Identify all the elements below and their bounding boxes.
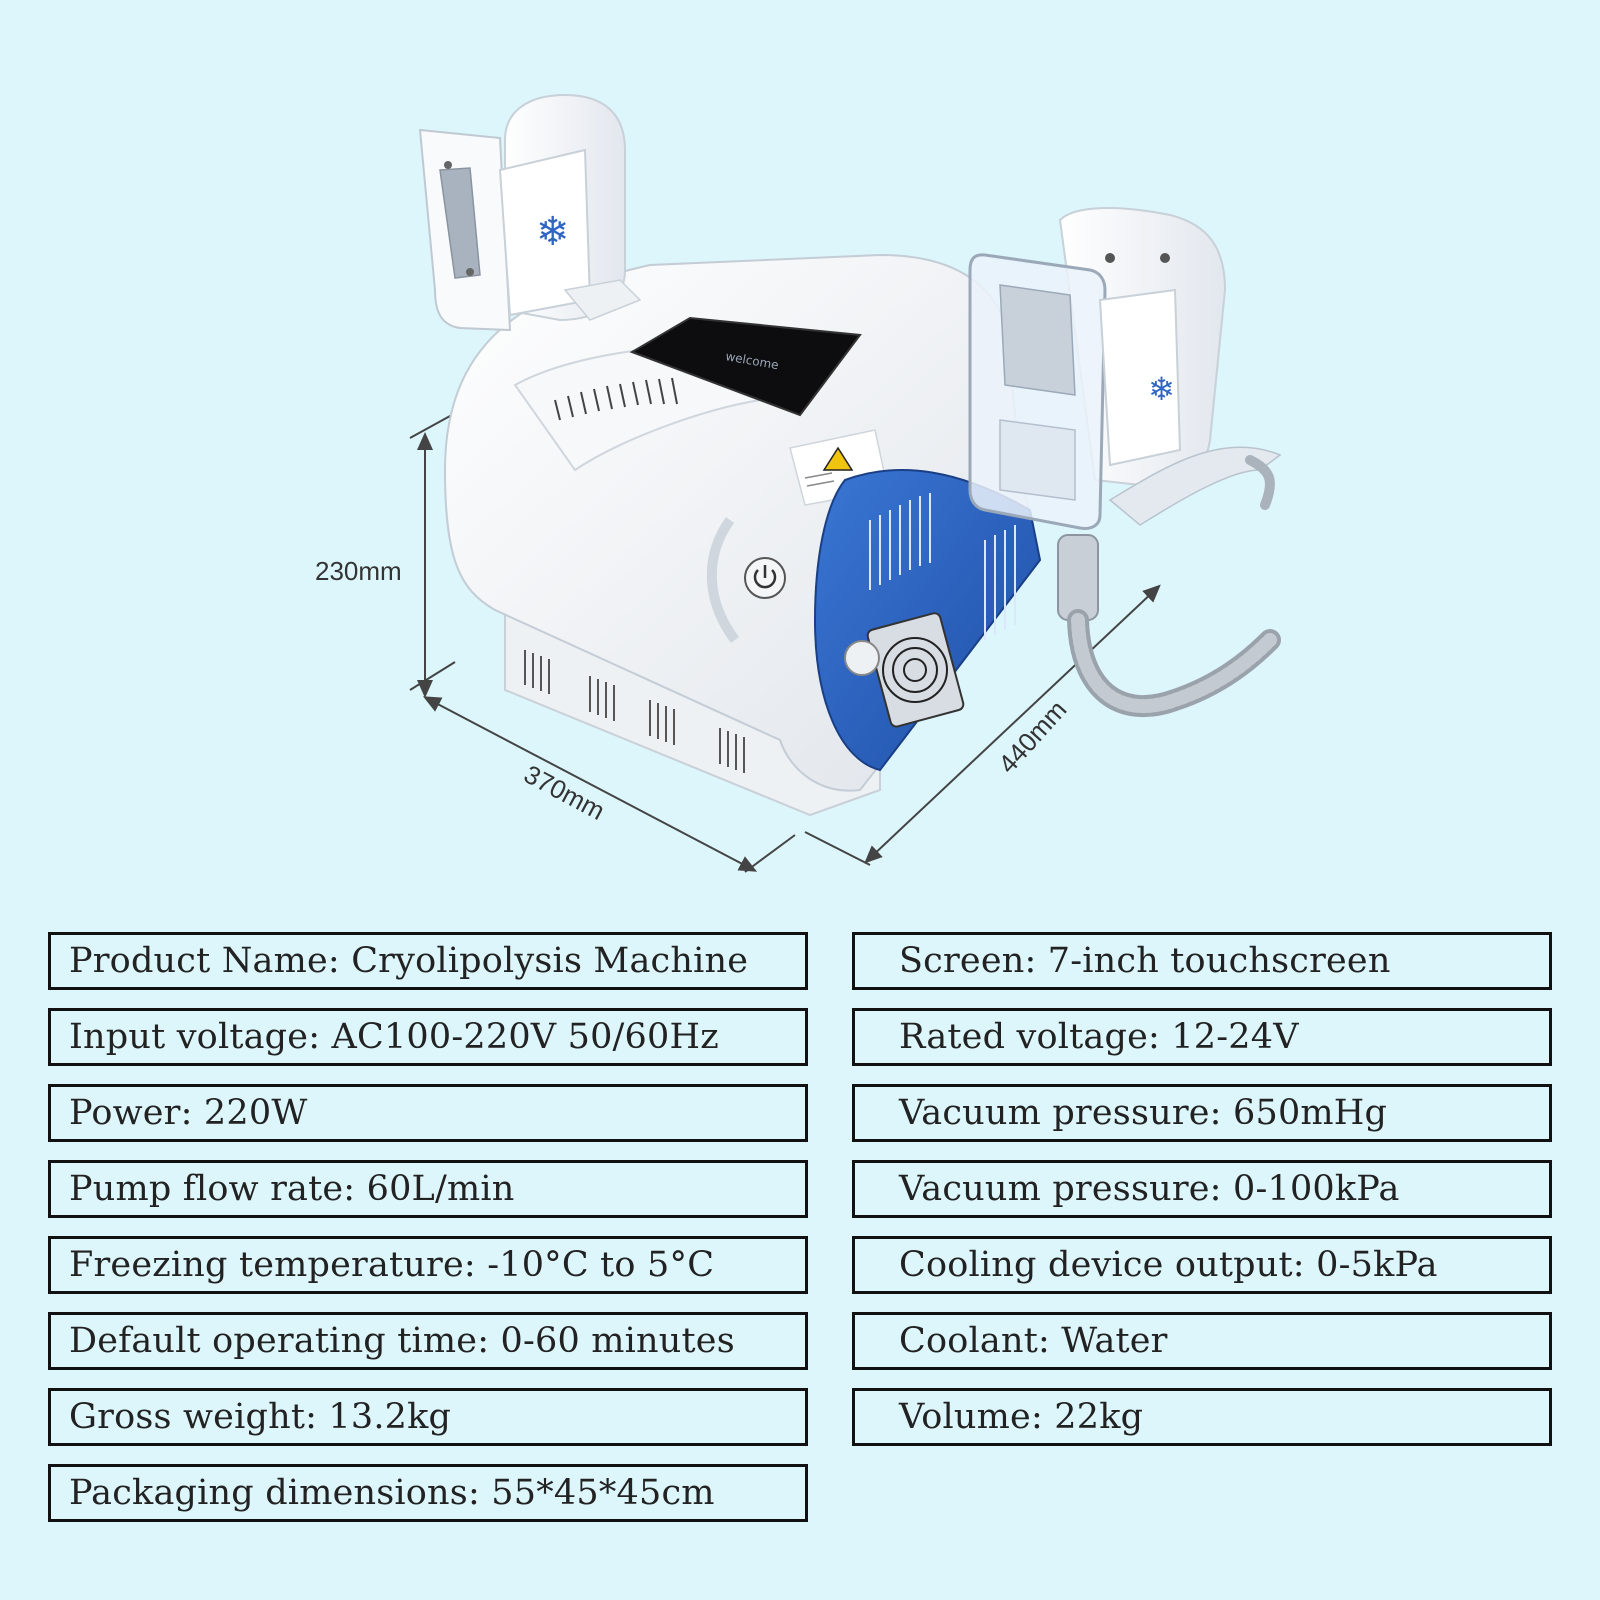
height-dimension-label: 230mm xyxy=(315,556,402,586)
spec-text: Packaging dimensions: 55*45*45cm xyxy=(69,1473,715,1513)
cooling-fan-grille xyxy=(866,612,965,728)
dimension-lines xyxy=(409,404,1161,873)
spec-box-right-1: Screen: 7-inch touchscreen xyxy=(852,932,1552,990)
spec-text: Default operating time: 0-60 minutes xyxy=(69,1321,735,1361)
spec-box-right-6: Coolant: Water xyxy=(852,1312,1552,1370)
adjustment-knob[interactable] xyxy=(844,640,880,676)
spec-text: Vacuum pressure: 0-100kPa xyxy=(899,1169,1400,1209)
warning-triangle-icon xyxy=(822,446,854,471)
spec-box-left-2: Input voltage: AC100-220V 50/60Hz xyxy=(48,1008,808,1066)
snowflake-icon: ❄ xyxy=(536,209,570,255)
spec-box-left-1: Product Name: Cryolipolysis Machine xyxy=(48,932,808,990)
spec-text: Input voltage: AC100-220V 50/60Hz xyxy=(69,1017,719,1057)
spec-text: Volume: 22kg xyxy=(899,1397,1144,1437)
spec-text: Gross weight: 13.2kg xyxy=(69,1397,452,1437)
spec-text: Pump flow rate: 60L/min xyxy=(69,1169,515,1209)
spec-box-left-3: Power: 220W xyxy=(48,1084,808,1142)
spec-text: Rated voltage: 12-24V xyxy=(899,1017,1299,1057)
spec-box-left-6: Default operating time: 0-60 minutes xyxy=(48,1312,808,1370)
spec-text: Screen: 7-inch touchscreen xyxy=(899,941,1391,981)
spec-text: Coolant: Water xyxy=(899,1321,1168,1361)
spec-box-left-4: Pump flow rate: 60L/min xyxy=(48,1160,808,1218)
spec-text: Power: 220W xyxy=(69,1093,308,1133)
spec-text: Freezing temperature: -10°C to 5°C xyxy=(69,1245,715,1285)
width-dimension-label: 370mm xyxy=(519,759,610,826)
spec-box-left-7: Gross weight: 13.2kg xyxy=(48,1388,808,1446)
spec-text: Cooling device output: 0-5kPa xyxy=(899,1245,1438,1285)
side-panel xyxy=(813,469,1042,772)
touchscreen: welcome xyxy=(629,316,862,417)
spec-box-right-2: Rated voltage: 12-24V xyxy=(852,1008,1552,1066)
spec-text: Vacuum pressure: 650mHg xyxy=(899,1093,1388,1133)
spec-box-right-7: Volume: 22kg xyxy=(852,1388,1552,1446)
machine-body: welcome xyxy=(443,253,1042,792)
handpiece-left: ❄ xyxy=(418,93,642,332)
product-illustration: 230mm 370mm 440mm welcome xyxy=(315,93,1282,873)
spec-box-right-5: Cooling device output: 0-5kPa xyxy=(852,1236,1552,1294)
spec-text: Product Name: Cryolipolysis Machine xyxy=(69,941,749,981)
handpiece-right: ❄ xyxy=(968,207,1282,718)
power-button[interactable] xyxy=(706,517,786,643)
svg-text:❄: ❄ xyxy=(1148,370,1175,408)
spec-box-right-3: Vacuum pressure: 650mHg xyxy=(852,1084,1552,1142)
power-icon xyxy=(753,565,777,589)
spec-box-right-4: Vacuum pressure: 0-100kPa xyxy=(852,1160,1552,1218)
spec-box-left-8: Packaging dimensions: 55*45*45cm xyxy=(48,1464,808,1522)
depth-dimension-label: 440mm xyxy=(992,695,1072,780)
spec-box-left-5: Freezing temperature: -10°C to 5°C xyxy=(48,1236,808,1294)
